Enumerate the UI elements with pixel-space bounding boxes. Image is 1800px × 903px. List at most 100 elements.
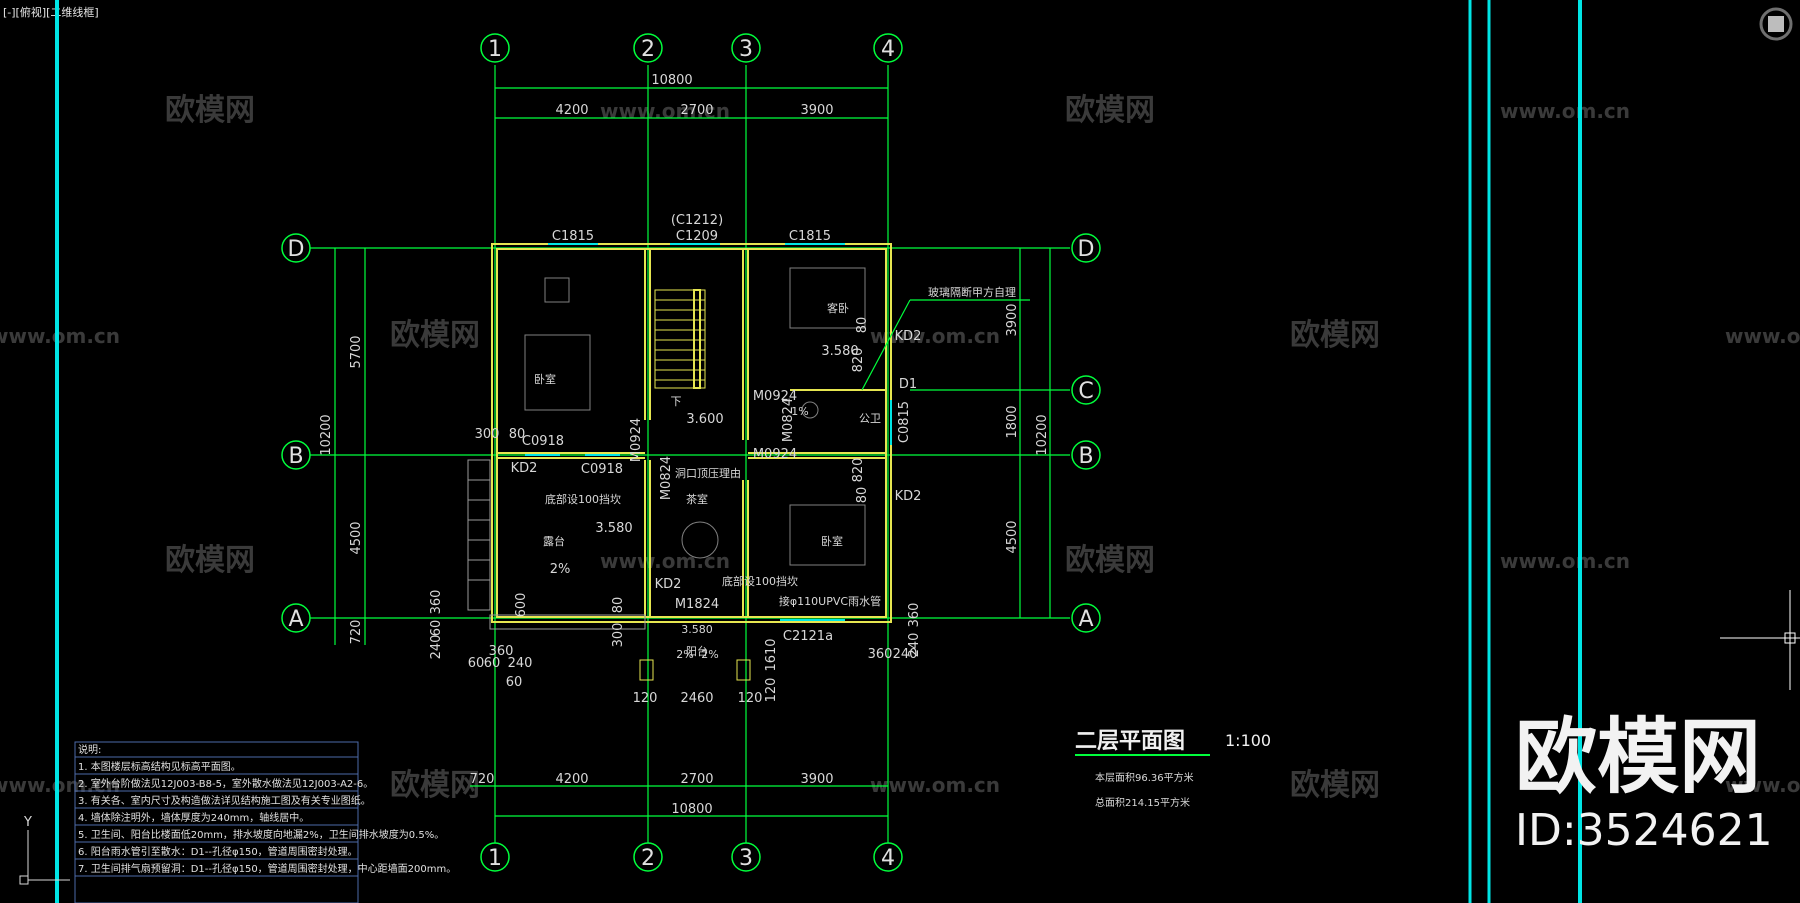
axis-bubble	[281, 603, 311, 633]
elevation-mark: 3.580	[681, 623, 713, 636]
axis-label: 3	[739, 37, 753, 62]
room-label: 茶室	[686, 492, 708, 506]
door-label: M0824	[781, 398, 796, 442]
brand-logo-text: 欧模网	[1515, 710, 1761, 805]
dim-text: 120	[738, 691, 763, 706]
dim-segment: 3900	[1005, 303, 1020, 336]
notes-heading: 说明:	[78, 743, 101, 756]
ucs-y-label: Y	[23, 815, 32, 830]
annotation-text: 洞口顶压理由	[675, 466, 741, 480]
room-label: 卧室	[534, 372, 556, 386]
watermark-url: www.om.cn	[0, 773, 120, 797]
note-item: 1. 本图楼层标高结构见标高平面图。	[78, 760, 241, 773]
viewcube-icon[interactable]	[1759, 7, 1793, 41]
crosshair-cursor[interactable]	[1720, 590, 1800, 690]
dim-text: 60	[484, 656, 501, 671]
axis-bubbles: 1 2 3 4 1 2 3 4 D B A D C B A	[281, 33, 1101, 872]
annotation-text: 接φ110UPVC雨水管	[779, 594, 881, 608]
viewport-label[interactable]: [-][俯视][二维线框]	[3, 6, 99, 19]
watermark-url: www.om.cn	[870, 773, 1000, 797]
axis-bubble	[731, 842, 761, 872]
axis-bubble	[480, 33, 510, 63]
note-item: 5. 卫生间、阳台比楼面低20mm，排水坡度向地漏2%，卫生间排水坡度为0.5%…	[78, 828, 444, 841]
terrace-railing	[467, 459, 751, 681]
room-label: 露台	[543, 534, 565, 548]
dim-text: 300	[475, 427, 500, 442]
watermark-layer: 欧模网 欧模网 欧模网 欧模网 欧模网 欧模网 欧模网 欧模网 www.om.c…	[0, 93, 1800, 803]
note-item: 6. 阳台雨水管引至散水：D1--孔径φ150，管道周围密封处理。	[78, 845, 358, 858]
watermark-url: www.om.cn	[600, 549, 730, 573]
opening-label: KD2	[895, 329, 922, 344]
note-item: 4. 墙体除注明外，墙体厚度为240mm，轴线居中。	[78, 811, 309, 824]
dim-text: 60	[468, 656, 485, 671]
watermark-text: 欧模网	[165, 543, 255, 578]
watermark-url: www.om.cn	[1725, 773, 1800, 797]
dim-text: 360	[868, 647, 893, 662]
axis-bubble	[480, 842, 510, 872]
annotation-text: 底部设100挡坎	[722, 574, 798, 588]
dim-text: 360	[429, 590, 444, 615]
dim-total-left: 10200	[319, 414, 334, 455]
opening-label: KD2	[511, 461, 538, 476]
drawing-title: 二层平面图 1:100 本层面积96.36平方米 总面积214.15平方米	[1075, 729, 1271, 809]
axis-grid	[310, 65, 1070, 860]
dim-segment: 2700	[680, 772, 713, 787]
room-labels: 卧室 客卧 卧室 茶室 露台 公卫 阳台 下	[534, 301, 881, 658]
dim-segment: 4200	[555, 103, 588, 118]
dim-segment: 720	[470, 772, 495, 787]
misc-dimensions: 820 80 820 80 2460 120 120 1610 120 600 …	[514, 317, 870, 706]
dim-text: 820	[851, 348, 866, 373]
dim-segment: 1800	[1005, 405, 1020, 438]
elevation-mark: 3.580	[595, 521, 632, 536]
floor-plan-walls	[491, 243, 892, 623]
total-area: 总面积214.15平方米	[1095, 796, 1190, 809]
opening-label: KD2	[895, 489, 922, 504]
watermark-text: 欧模网	[390, 318, 480, 353]
annotations: 3.600 3.580 3.580 3.580 玻璃隔断甲方自理 洞口顶压理由 …	[545, 285, 1030, 661]
notes-table: 说明: 1. 本图楼层标高结构见标高平面图。 2. 室外台阶做法见12J003-…	[74, 741, 456, 903]
watermark-url: www.om.cn	[1500, 549, 1630, 573]
opening-label: D1	[899, 377, 917, 392]
dim-total-bottom: 10800	[671, 802, 712, 817]
note-item: 7. 卫生间排气扇预留洞：D1--孔径φ150，管道周围密封处理，中心距墙面20…	[78, 862, 456, 875]
dimension-bottom: 720 4200 2700 3900 10800	[470, 772, 888, 817]
small-dimensions: 300 80 360 60 240 60 60 240 60 360 360 2…	[429, 427, 922, 690]
annotation-text: 玻璃隔断甲方自理	[928, 285, 1016, 299]
room-label: 公卫	[859, 412, 881, 425]
door-label: M0924	[753, 389, 797, 404]
dim-text: 240	[429, 635, 444, 660]
dim-segment: 720	[349, 620, 364, 645]
note-item: 3. 有关各、室内尺寸及构造做法详见结构施工图及有关专业图纸。	[78, 794, 371, 807]
window-label: C0815	[897, 401, 912, 443]
watermark-text: 欧模网	[1290, 768, 1380, 803]
slope-mark: 2%	[676, 648, 693, 661]
drawing-frame	[55, 0, 1582, 903]
axis-label: B	[1078, 444, 1093, 469]
ucs-icon: Y	[19, 815, 70, 885]
dim-text: 240	[508, 656, 533, 671]
dim-text: 80	[855, 487, 870, 504]
dim-text: 80	[509, 427, 526, 442]
axis-bubble	[281, 440, 311, 470]
axis-bubble	[1071, 440, 1101, 470]
axis-label: 1	[488, 37, 502, 62]
dim-segment: 3900	[800, 103, 833, 118]
dim-segment: 4500	[349, 521, 364, 554]
dim-text: 820	[851, 458, 866, 483]
brand-id: ID:3524621	[1515, 805, 1773, 856]
dim-text: 360	[907, 603, 922, 628]
dim-total-top: 10800	[651, 73, 692, 88]
axis-label: A	[288, 607, 303, 632]
note-item: 2. 室外台阶做法见12J003-B8-5，室外散水做法见12J003-A2-6…	[78, 777, 373, 790]
watermark-text: 欧模网	[1065, 543, 1155, 578]
dim-text: 120	[633, 691, 658, 706]
window-label: C1815	[552, 229, 594, 244]
dim-text: 1610	[764, 638, 779, 671]
staircase	[654, 289, 706, 389]
axis-label: D	[288, 237, 305, 262]
dim-text: 60	[506, 675, 523, 690]
axis-label: 2	[641, 37, 655, 62]
dim-segment: 5700	[349, 335, 364, 368]
watermark-text: 欧模网	[1290, 318, 1380, 353]
